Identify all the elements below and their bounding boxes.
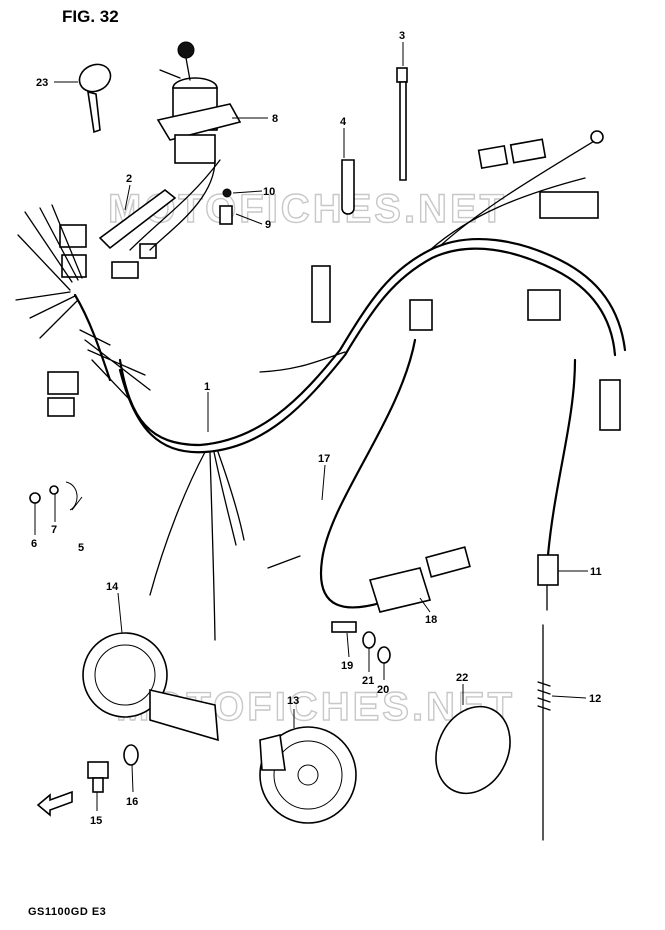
callout-11: 11	[590, 566, 602, 578]
spring-rod-part	[537, 624, 551, 841]
callout-14: 14	[106, 581, 119, 593]
leader-lines	[34, 42, 588, 811]
emblem-part	[435, 705, 511, 795]
arrow-left-icon	[36, 790, 73, 817]
callout-22: 22	[456, 672, 468, 684]
callout-15: 15	[90, 815, 102, 827]
callout-23: 23	[36, 77, 48, 89]
callout-8: 8	[272, 113, 278, 125]
connector-cluster-right	[311, 130, 621, 431]
callout-5: 5	[78, 542, 84, 554]
connector-cluster-left	[15, 204, 157, 417]
model-code: GS1100GD E3	[28, 906, 106, 918]
horn-part-13	[259, 726, 357, 824]
figure-title: FIG. 32	[62, 7, 119, 26]
callout-10: 10	[263, 186, 275, 198]
callout-20: 20	[377, 684, 389, 696]
callout-2: 2	[126, 173, 132, 185]
callout-12: 12	[589, 693, 601, 705]
callout-3: 3	[399, 30, 405, 42]
callout-19: 19	[341, 660, 353, 672]
callout-18: 18	[425, 614, 437, 626]
ignition-switch	[149, 41, 242, 251]
callout-17: 17	[318, 453, 330, 465]
callout-6: 6	[31, 538, 37, 550]
callout-4: 4	[340, 116, 347, 128]
cable-tie-part	[396, 67, 408, 181]
callout-1: 1	[204, 381, 210, 393]
small-hardware-9-10	[219, 188, 233, 225]
small-hardware-19-20-21	[331, 621, 391, 664]
cover-part	[98, 188, 177, 250]
callout-16: 16	[126, 796, 138, 808]
horn-part-14	[82, 632, 219, 742]
switch-lead	[267, 338, 471, 613]
key-part	[78, 63, 112, 134]
callout-9: 9	[265, 219, 271, 231]
clamp-part	[341, 159, 355, 215]
bolt-washer-15-16	[87, 744, 139, 793]
callout-21: 21	[362, 675, 374, 687]
watermark-top: MOTOFICHES.NET	[108, 187, 507, 231]
main-harness	[118, 139, 627, 641]
stop-switch-lead	[537, 358, 577, 611]
callouts: 1 2 3 4 5 6 7 8 9 10 11 12 13 14 15 16 1…	[31, 30, 602, 827]
callout-13: 13	[287, 695, 299, 707]
callout-7: 7	[51, 524, 57, 536]
small-hardware-5-6-7	[29, 481, 78, 511]
